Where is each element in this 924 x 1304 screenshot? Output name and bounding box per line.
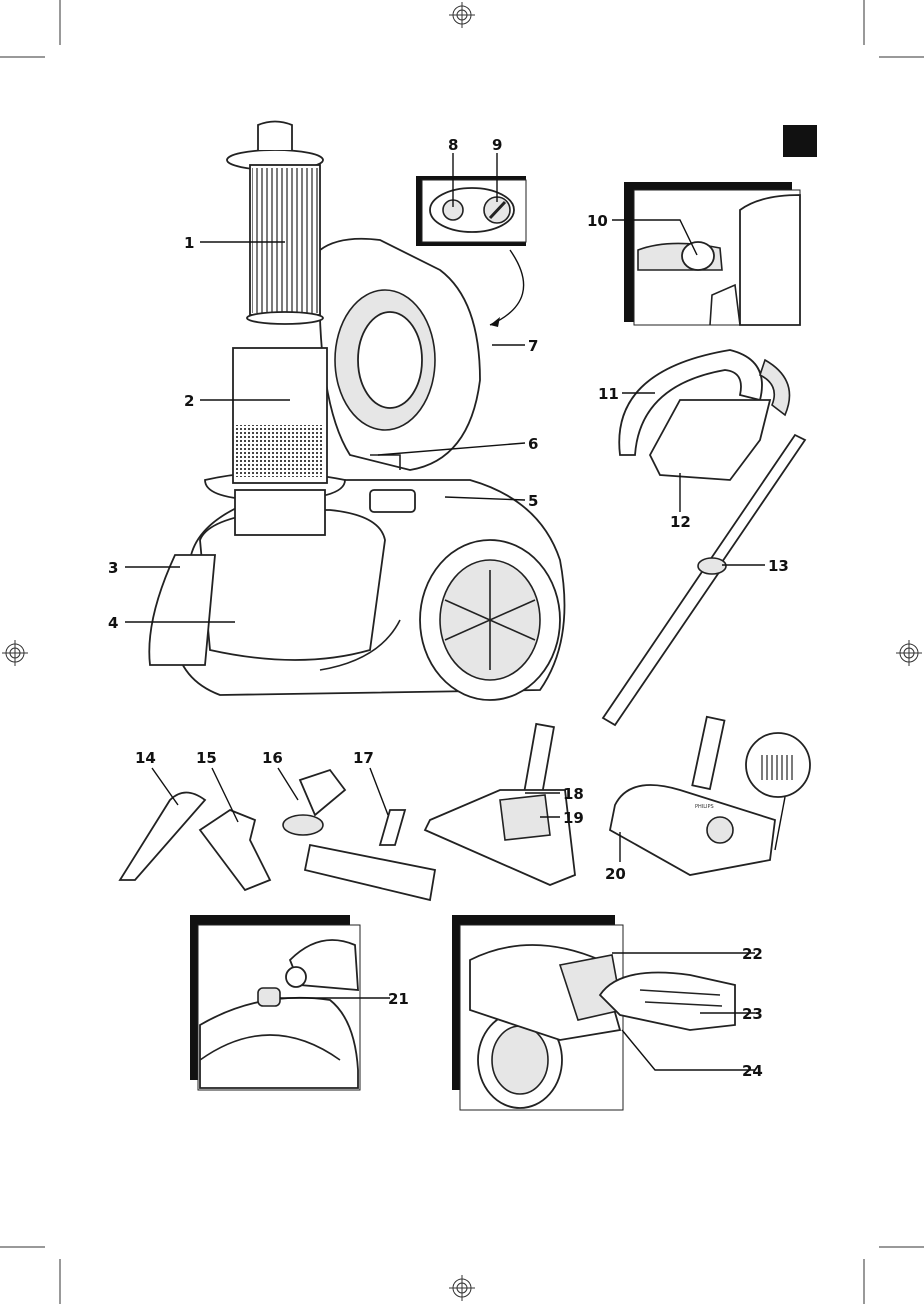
callout-20: 20 (605, 865, 626, 883)
callout-15: 15 (196, 749, 217, 767)
callout-1: 1 (184, 234, 194, 252)
callout-5: 5 (528, 492, 538, 510)
callout-9: 9 (492, 136, 502, 154)
inset-hose-connection (624, 182, 801, 326)
callout-8: 8 (448, 136, 458, 154)
callout-21: 21 (388, 990, 409, 1008)
callout-24: 24 (742, 1062, 763, 1080)
leader-lines (125, 153, 765, 1071)
callout-labels: 1 2 3 4 5 6 7 8 9 10 11 12 13 14 15 16 1… (108, 136, 789, 1080)
inset-cord-button (190, 915, 361, 1091)
callout-2: 2 (184, 392, 194, 410)
callout-16: 16 (262, 749, 283, 767)
callout-13: 13 (768, 557, 789, 575)
callout-23: 23 (742, 1005, 763, 1023)
callout-7: 7 (528, 337, 538, 355)
page-marker (783, 125, 817, 157)
brand-label: PHILIPS (695, 804, 714, 810)
callout-10: 10 (587, 212, 608, 230)
callout-3: 3 (108, 559, 118, 577)
hose-handle (618, 349, 791, 481)
callout-19: 19 (563, 809, 584, 827)
vacuum-main-illustration (148, 120, 566, 701)
callout-18: 18 (563, 785, 584, 803)
telescopic-tube (601, 433, 807, 727)
callout-17: 17 (353, 749, 374, 767)
accessories: PHILIPS (118, 715, 811, 902)
callout-11: 11 (598, 385, 619, 403)
inset-exhaust-filter (452, 915, 736, 1111)
callout-14: 14 (135, 749, 156, 767)
callout-6: 6 (528, 435, 538, 453)
callout-4: 4 (108, 614, 118, 632)
inset-controls (416, 176, 527, 327)
callout-12: 12 (670, 513, 691, 531)
callout-22: 22 (742, 945, 763, 963)
